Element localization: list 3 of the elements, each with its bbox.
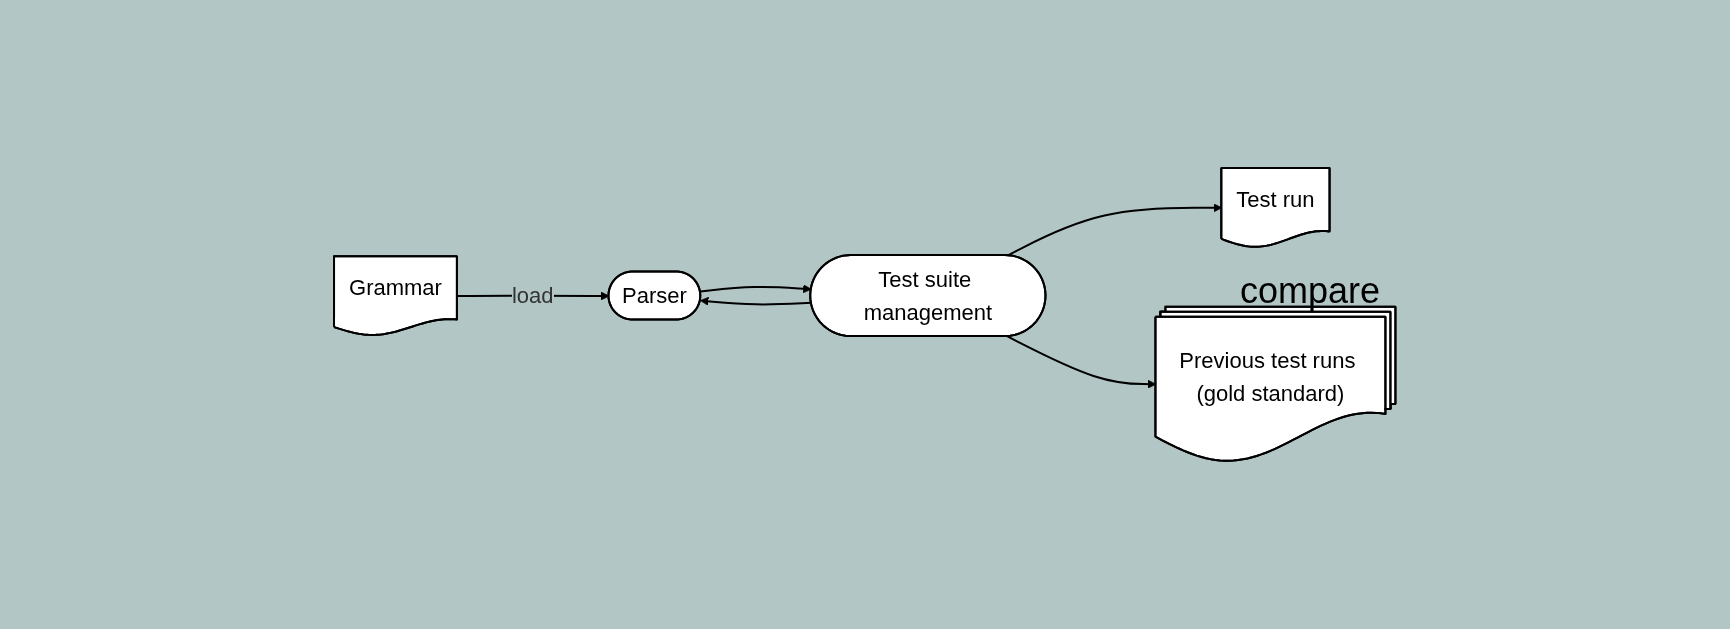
edge-label: load (512, 283, 554, 309)
arrow (1006, 335, 1157, 389)
arrow (1006, 203, 1223, 257)
